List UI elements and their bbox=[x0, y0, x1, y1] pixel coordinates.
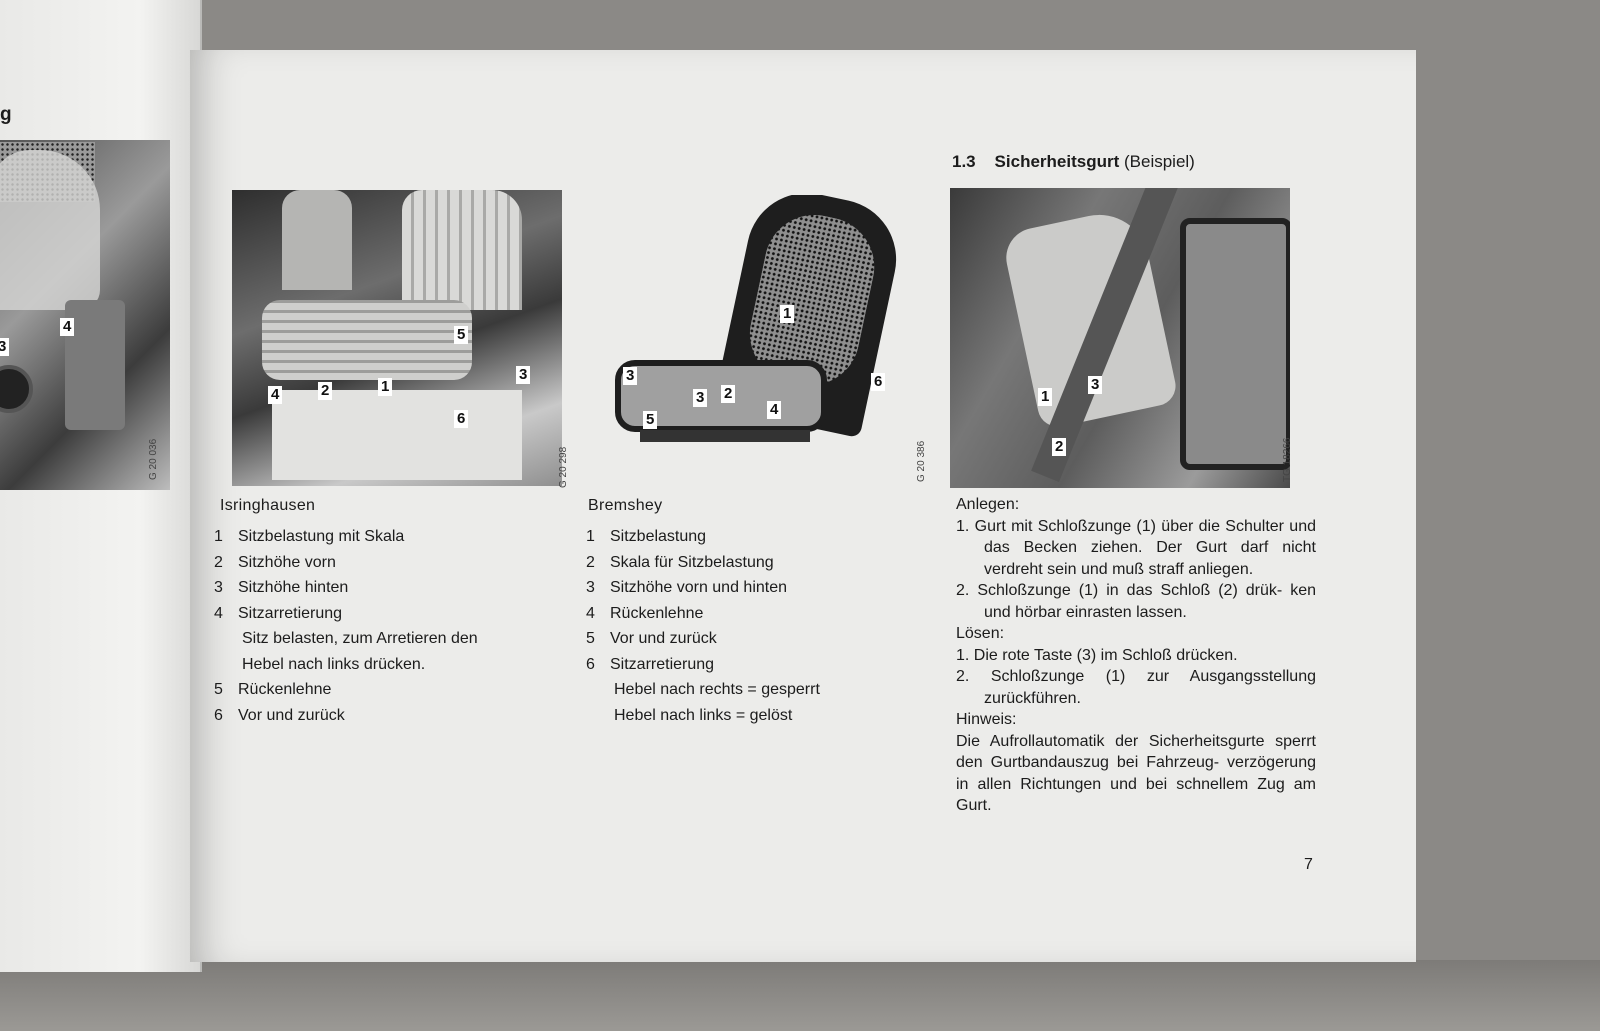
anlegen-heading: Anlegen: bbox=[956, 496, 1020, 513]
photo-label: 5 bbox=[643, 411, 658, 429]
photo-label: 5 bbox=[454, 326, 469, 344]
left-page: g 4 3 G 20 036 bbox=[0, 0, 202, 972]
page-number: 7 bbox=[1304, 856, 1313, 873]
photo-label: 1 bbox=[378, 378, 393, 396]
seat-belt-photo: 1 3 2 bbox=[950, 188, 1290, 488]
anlegen-step-1: 1. Gurt mit Schloßzunge (1) über die Sch… bbox=[956, 517, 1316, 578]
photo-label: 4 bbox=[60, 318, 75, 336]
driver-backrest bbox=[402, 190, 522, 310]
figure-code: TG 18266 bbox=[1282, 437, 1293, 482]
bremshey-seat-illustration: 1 3 3 2 5 4 6 bbox=[615, 195, 905, 485]
section-title: 1.3 Sicherheitsgurt (Beispiel) bbox=[952, 152, 1195, 172]
photo-label: 6 bbox=[454, 410, 469, 428]
seat-cushion bbox=[262, 300, 472, 380]
photo-label: 1 bbox=[780, 305, 795, 323]
photo-label: 2 bbox=[318, 382, 333, 400]
isringhausen-seat-photo: 5 4 2 1 3 6 bbox=[232, 190, 562, 486]
photo-label: 2 bbox=[721, 385, 736, 403]
loesen-step-1: 1. Die rote Taste (3) im Schloß drücken. bbox=[956, 646, 1238, 664]
left-seat-photo: 4 3 bbox=[0, 140, 170, 490]
photo-label: 1 bbox=[1038, 388, 1053, 406]
isringhausen-caption: Isringhausen bbox=[220, 497, 316, 514]
seat-rail bbox=[640, 430, 810, 442]
photo-label: 4 bbox=[767, 401, 782, 419]
photo-label: 3 bbox=[693, 389, 708, 407]
photo-label: 3 bbox=[516, 366, 531, 384]
belt-instructions: Anlegen: 1. Gurt mit Schloßzunge (1) übe… bbox=[956, 494, 1316, 817]
hinweis-heading: Hinweis: bbox=[956, 711, 1017, 728]
adjuster-plate bbox=[65, 300, 125, 430]
photo-label: 3 bbox=[1088, 376, 1103, 394]
table-surface bbox=[0, 960, 1600, 1031]
seat-backrest bbox=[0, 150, 100, 310]
hinweis-text: Die Aufrollautomatik der Sicherheitsgurt… bbox=[956, 732, 1316, 815]
passenger-backrest bbox=[282, 190, 352, 290]
figure-code: G 20 036 bbox=[148, 438, 159, 480]
anlegen-step-2: 2. Schloßzunge (1) in das Schloß (2) drü… bbox=[956, 582, 1316, 621]
loesen-step-2: 2. Schloßzunge (1) zur Ausgangsstellung … bbox=[956, 668, 1316, 707]
door-panel bbox=[1180, 218, 1290, 470]
left-page-title-fragment: g bbox=[0, 104, 12, 125]
section-qualifier: (Beispiel) bbox=[1123, 152, 1195, 171]
photo-label: 4 bbox=[268, 386, 283, 404]
photo-label: 3 bbox=[623, 367, 638, 385]
figure-code: G 20 386 bbox=[916, 440, 927, 482]
photo-label: 3 bbox=[0, 338, 10, 356]
loesen-heading: Lösen: bbox=[956, 625, 1005, 642]
photo-label: 2 bbox=[1052, 438, 1067, 456]
section-number: 1.3 bbox=[952, 152, 976, 171]
photo-label: 6 bbox=[871, 373, 886, 391]
section-heading: Sicherheitsgurt bbox=[994, 152, 1120, 171]
seat-base bbox=[272, 390, 522, 480]
right-page: 5 4 2 1 3 6 G 20 298 1 3 3 2 5 4 6 G 20 … bbox=[190, 50, 1416, 962]
figure-code: G 20 298 bbox=[558, 446, 569, 488]
adjuster-knob bbox=[0, 365, 33, 413]
bremshey-caption: Bremshey bbox=[588, 497, 663, 514]
